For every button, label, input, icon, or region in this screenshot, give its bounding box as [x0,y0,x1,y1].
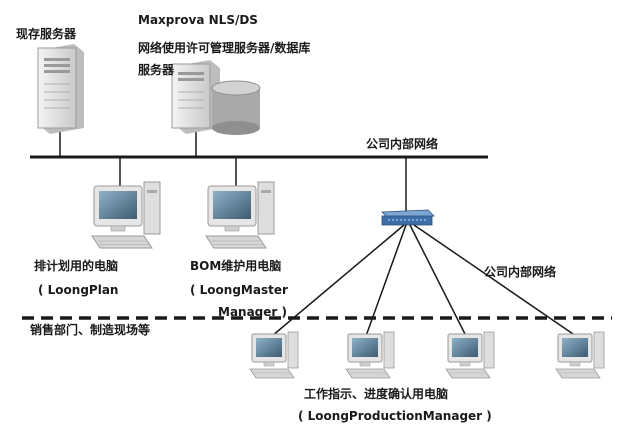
license-server-desc-2: 服务器 [138,63,175,77]
license-server-title: Maxprova NLS/DS [138,13,258,27]
license-server-desc-1: 网络使用许可管理服务器/数据库 [138,41,311,55]
planning-pc-label: 排计划用的电脑 [34,259,119,273]
bom-pc-icon [205,181,275,249]
work-pc-link-3 [409,224,467,337]
lan-label-top: 公司内部网络 [366,137,439,151]
sales-dept-label: 销售部门、制造现场等 [30,323,151,337]
work-pc-icon-1 [249,331,299,379]
switch-icon [381,209,435,226]
bom-pc-software-cont: Manager ) [218,305,287,319]
database-icon [211,80,261,135]
work-pc-software: ( LoongProductionManager ) [298,409,492,423]
existing-server-label: 现存服务器 [16,27,77,41]
work-pc-icon-2 [345,331,395,379]
planning-pc-icon [91,181,161,249]
work-pc-icon-3 [445,331,495,379]
lan-label-right: 公司内部网络 [484,265,557,279]
license-server-icon [171,60,220,134]
work-pc-icon-4 [555,331,605,379]
planning-pc-software: ( LoongPlan [38,283,119,297]
bom-pc-software: ( LoongMaster [190,283,288,297]
existing-server-icon [37,44,84,134]
work-pc-label: 工作指示、进度确认用电脑 [304,387,449,401]
work-pc-link-4 [413,224,577,337]
bom-pc-label: BOM维护用电脑 [190,259,282,273]
